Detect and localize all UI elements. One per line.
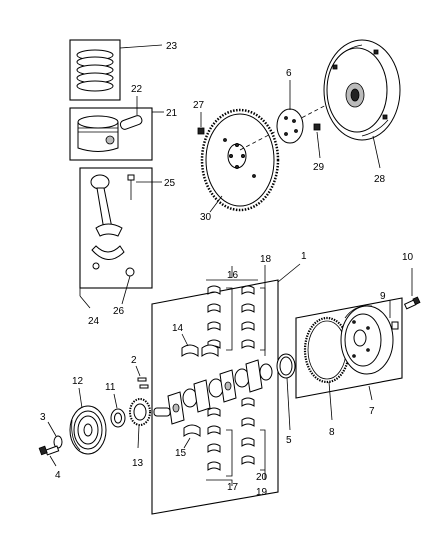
callout-24: 24 xyxy=(88,316,100,327)
crankshaft-key xyxy=(137,377,149,389)
piston-rings xyxy=(76,49,114,92)
lower-bearing-shells xyxy=(207,397,266,477)
callout-15: 15 xyxy=(175,448,187,459)
callout-22: 22 xyxy=(131,84,143,95)
piston-group: 21 22 xyxy=(69,84,178,161)
callout-14: 14 xyxy=(172,323,184,334)
callout-12: 12 xyxy=(72,376,84,387)
callout-5: 5 xyxy=(286,435,292,446)
callout-19: 19 xyxy=(256,487,268,498)
flywheel-bolt xyxy=(403,296,421,310)
drive-plate-bolt xyxy=(313,123,321,131)
flywheel xyxy=(340,305,394,375)
callout-9: 9 xyxy=(380,291,386,302)
piston xyxy=(77,115,119,152)
crankshaft-panel xyxy=(151,279,279,515)
flexplate-group: 30 27 xyxy=(193,89,356,223)
callout-30: 30 xyxy=(200,212,212,223)
torque-converter-group: 28 xyxy=(323,39,401,185)
connecting-rod xyxy=(90,174,123,237)
bearing-bracket-16 xyxy=(206,266,258,281)
connecting-rod-box xyxy=(79,167,153,289)
drive-plate-group: 6 29 xyxy=(276,68,325,173)
upper-bearing-shells xyxy=(207,285,266,351)
crankshaft-panel-group: 1 16 18 14 xyxy=(151,251,307,515)
callout-29: 29 xyxy=(313,162,325,173)
piston-rings-group: 23 xyxy=(69,39,178,101)
flexplate-bolt xyxy=(197,127,205,135)
crankshaft-sprocket xyxy=(129,398,151,426)
callout-10: 10 xyxy=(402,252,414,263)
front-end-group: 2 13 11 12 3 4 xyxy=(38,355,151,481)
callout-23: 23 xyxy=(166,41,178,52)
callout-8: 8 xyxy=(329,427,335,438)
callout-11: 11 xyxy=(105,382,116,393)
piston-rings-box xyxy=(69,39,121,101)
callout-28: 28 xyxy=(374,174,386,185)
rod-cap xyxy=(91,245,125,260)
connecting-rod-group: 25 24 26 xyxy=(79,167,176,327)
rear-main-seal-group: 5 xyxy=(276,353,296,446)
flywheel-box xyxy=(295,297,403,399)
thrust-bearing-lower xyxy=(183,424,201,437)
flywheel-dowel xyxy=(391,321,399,330)
callout-17: 17 xyxy=(227,482,239,493)
callout-3: 3 xyxy=(40,412,46,423)
callout-4: 4 xyxy=(55,470,61,481)
crankshaft xyxy=(153,359,273,425)
callout-16: 16 xyxy=(227,270,239,281)
callout-26: 26 xyxy=(113,306,125,317)
callout-18: 18 xyxy=(260,254,272,265)
crankshaft-spacer xyxy=(110,408,126,428)
piston-box xyxy=(69,107,153,161)
callout-1: 1 xyxy=(301,251,307,262)
flywheel-bolt-group: 10 xyxy=(402,252,421,310)
callout-13: 13 xyxy=(132,458,144,469)
rod-bolt xyxy=(127,174,135,200)
rod-nut xyxy=(92,262,135,277)
callout-7: 7 xyxy=(369,406,375,417)
wrist-pin xyxy=(119,115,143,130)
callout-27: 27 xyxy=(193,100,205,111)
callout-20: 20 xyxy=(256,472,268,483)
drive-plate xyxy=(276,108,304,144)
callout-2: 2 xyxy=(131,355,137,366)
rear-main-seal xyxy=(276,353,296,379)
flexplate xyxy=(200,108,280,212)
damper-bolt xyxy=(38,445,60,456)
callout-25: 25 xyxy=(164,178,176,189)
callout-21: 21 xyxy=(166,108,178,119)
vibration-damper xyxy=(69,405,107,455)
flywheel-group: 8 9 7 xyxy=(295,291,403,438)
callout-6: 6 xyxy=(286,68,292,79)
thrust-bearing-upper xyxy=(181,344,219,357)
torque-converter xyxy=(323,39,401,141)
